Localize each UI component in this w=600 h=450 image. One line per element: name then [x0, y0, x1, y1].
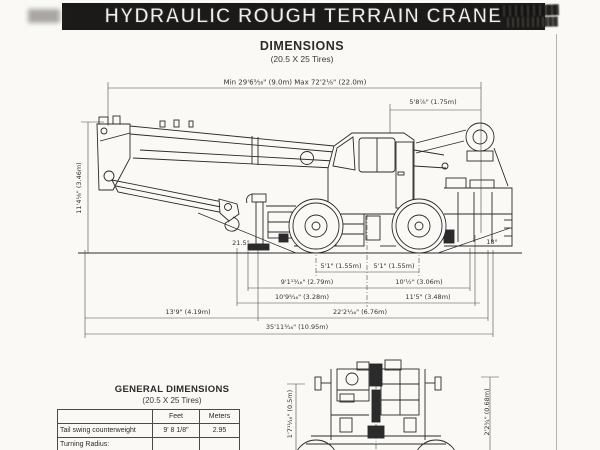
row-label: Tail swing counterweight — [57, 423, 153, 438]
dim-tail-swing-radius: 5'8⅞" (1.75m) — [407, 97, 459, 106]
dim-front-view-left-height: 1'7¹¹⁄₁₆" (0.5m) — [285, 389, 294, 439]
header-banner: HYDRAULIC ROUGH TERRAIN CRANE — [62, 3, 545, 30]
row-feet — [152, 437, 200, 450]
dim-center-to-rear-end: 10'½" (3.06m) — [393, 277, 445, 286]
page-edge-line — [556, 34, 557, 450]
row-feet: 9' 8 1/8" — [152, 423, 200, 438]
page-title: HYDRAULIC ROUGH TERRAIN CRANE — [104, 4, 503, 28]
col-header-blank — [57, 409, 153, 424]
dim-front-axle-to-center: 5'1" (1.55m) — [318, 261, 364, 270]
dimensions-subtitle: (20.5 X 25 Tires) — [270, 54, 334, 64]
general-dimensions-table: Feet Meters Tail swing counterweight 9' … — [57, 409, 240, 450]
general-dimensions-subtitle: (20.5 X 25 Tires) — [142, 396, 202, 405]
dim-overall-length: 35'11³⁄₁₆" (10.95m) — [263, 322, 331, 331]
crane-front-view — [297, 359, 455, 450]
dim-front-view-right-height: 2'2¾" (0.68m) — [482, 388, 491, 436]
dim-boom-length-range: Min 29'6⁵⁄₁₆" (9.0m) Max 72'2⅛" (22.0m) — [223, 78, 367, 87]
dim-center-to-rear-axle: 5'1" (1.55m) — [371, 261, 417, 270]
crane-side-view — [96, 115, 513, 254]
dimensions-title: DIMENSIONS — [259, 39, 345, 53]
table-row: Turning Radius: — [57, 437, 240, 450]
row-meters: 2.95 — [199, 423, 240, 438]
dim-rear-overhang: 11'5" (3.48m) — [403, 292, 453, 301]
row-meters — [199, 437, 240, 450]
row-label: Turning Radius: — [57, 437, 153, 450]
dim-overall-height: 11'4⅛" (3.46m) — [74, 162, 83, 214]
col-header-feet: Feet — [152, 409, 200, 424]
dim-departure-angle: 18° — [486, 237, 498, 246]
table-header-row: Feet Meters — [57, 409, 240, 424]
general-dimensions-title: GENERAL DIMENSIONS — [114, 384, 230, 395]
dim-front-overhang: 10'9⁵⁄₁₆" (3.28m) — [272, 292, 332, 301]
dimension-lines — [81, 82, 499, 450]
dim-carrier-length: 22'2¹⁄₁₆" (6.76m) — [330, 307, 390, 316]
dim-center-to-front-bumper: 9'1¹³⁄₁₆" (2.79m) — [278, 277, 336, 286]
dim-boom-overhang: 13'9" (4.19m) — [163, 307, 213, 316]
table-row: Tail swing counterweight 9' 8 1/8" 2.95 — [57, 423, 240, 438]
general-dimensions-section: GENERAL DIMENSIONS (20.5 X 25 Tires) Fee… — [57, 384, 257, 450]
col-header-meters: Meters — [199, 409, 240, 424]
dim-approach-angle: 21.5° — [232, 238, 250, 247]
